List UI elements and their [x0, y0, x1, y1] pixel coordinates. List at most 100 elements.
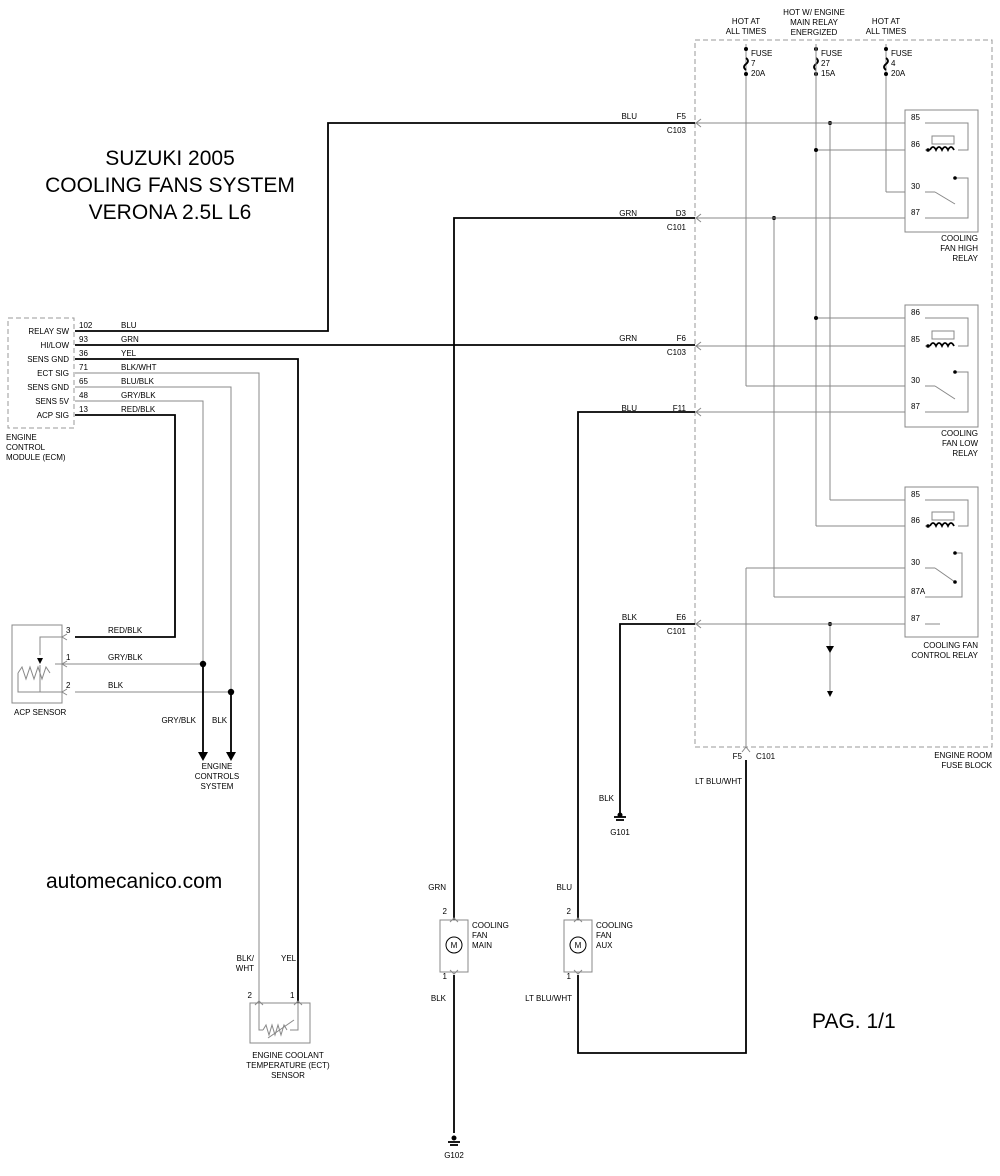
- svg-text:4: 4: [891, 59, 896, 68]
- svg-text:F6: F6: [677, 334, 687, 343]
- connector-labels: BLU F5 C103 GRN D3 C101 GRN F6 C103 BLU …: [619, 112, 775, 786]
- svg-text:COOLING: COOLING: [941, 234, 978, 243]
- svg-text:GRN: GRN: [121, 335, 139, 344]
- hot-label-1b: ALL TIMES: [726, 27, 766, 36]
- svg-text:87: 87: [911, 614, 920, 623]
- svg-text:1: 1: [290, 991, 295, 1000]
- svg-text:15A: 15A: [821, 69, 836, 78]
- svg-text:7: 7: [751, 59, 756, 68]
- svg-text:87A: 87A: [911, 587, 926, 596]
- svg-text:COOLING: COOLING: [596, 921, 633, 930]
- svg-text:BLU: BLU: [121, 321, 137, 330]
- svg-text:85: 85: [911, 113, 920, 122]
- svg-text:BLK: BLK: [108, 681, 124, 690]
- svg-text:65: 65: [79, 377, 88, 386]
- watermark: automecanico.com: [46, 870, 222, 893]
- svg-text:BLU: BLU: [556, 883, 572, 892]
- svg-text:SYSTEM: SYSTEM: [201, 782, 234, 791]
- svg-text:RELAY: RELAY: [952, 254, 978, 263]
- fuse-block-internal-wiring: [745, 44, 905, 748]
- svg-text:F5: F5: [677, 112, 687, 121]
- svg-text:GRY/BLK: GRY/BLK: [108, 653, 143, 662]
- fuse-7: FUSE 7 20A: [743, 44, 772, 386]
- svg-text:BLU: BLU: [621, 112, 637, 121]
- svg-text:MAIN: MAIN: [472, 941, 492, 950]
- svg-text:BLK: BLK: [212, 716, 228, 725]
- svg-text:1: 1: [567, 972, 572, 981]
- title-line-3: VERONA 2.5L L6: [89, 201, 252, 224]
- svg-text:FAN LOW: FAN LOW: [942, 439, 978, 448]
- svg-text:87: 87: [911, 208, 920, 217]
- svg-text:BLK/WHT: BLK/WHT: [121, 363, 157, 372]
- svg-text:RELAY SW: RELAY SW: [28, 327, 69, 336]
- svg-text:FUSE: FUSE: [821, 49, 842, 58]
- relay-high: 85 86 30 87 COOLING FAN HIGH RELAY: [904, 109, 979, 263]
- svg-text:BLK: BLK: [622, 613, 638, 622]
- hot-label-3a: HOT AT: [872, 17, 900, 26]
- svg-text:COOLING: COOLING: [472, 921, 509, 930]
- svg-text:LT BLU/WHT: LT BLU/WHT: [695, 777, 742, 786]
- svg-text:SENS GND: SENS GND: [27, 383, 69, 392]
- svg-text:2: 2: [567, 907, 572, 916]
- ect-sensor: 2 1 BLK/ WHT YEL ENGINE COOLANT TEMPERAT…: [236, 954, 330, 1080]
- svg-text:G101: G101: [610, 828, 630, 837]
- svg-text:30: 30: [911, 376, 920, 385]
- svg-text:GRY/BLK: GRY/BLK: [121, 391, 156, 400]
- svg-text:ACP SIG: ACP SIG: [37, 411, 69, 420]
- svg-text:BLK: BLK: [599, 794, 615, 803]
- svg-text:GRN: GRN: [619, 334, 637, 343]
- svg-text:86: 86: [911, 516, 920, 525]
- svg-text:LT BLU/WHT: LT BLU/WHT: [525, 994, 572, 1003]
- svg-text:CONTROL RELAY: CONTROL RELAY: [911, 651, 978, 660]
- svg-text:TEMPERATURE (ECT): TEMPERATURE (ECT): [246, 1061, 330, 1070]
- svg-text:C101: C101: [667, 627, 687, 636]
- svg-text:3: 3: [66, 626, 71, 635]
- fuse-block-label-2: FUSE BLOCK: [941, 761, 992, 770]
- title-line-2: COOLING FANS SYSTEM: [45, 174, 295, 197]
- svg-text:HI/LOW: HI/LOW: [41, 341, 70, 350]
- svg-text:ENGINE: ENGINE: [202, 762, 233, 771]
- svg-text:85: 85: [911, 335, 920, 344]
- svg-text:86: 86: [911, 308, 920, 317]
- hot-label-1a: HOT AT: [732, 17, 760, 26]
- svg-text:87: 87: [911, 402, 920, 411]
- hot-label-3b: ALL TIMES: [866, 27, 906, 36]
- svg-text:CONTROLS: CONTROLS: [195, 772, 239, 781]
- svg-text:C103: C103: [667, 348, 687, 357]
- svg-text:M: M: [575, 941, 582, 950]
- svg-text:GRN: GRN: [428, 883, 446, 892]
- svg-text:BLU/BLK: BLU/BLK: [121, 377, 155, 386]
- svg-text:ACP SENSOR: ACP SENSOR: [14, 708, 67, 717]
- svg-text:ENGINE: ENGINE: [6, 433, 37, 442]
- svg-text:2: 2: [443, 907, 448, 916]
- page-label: PAG. 1/1: [812, 1010, 896, 1033]
- fuse-block-connections: [695, 118, 905, 629]
- svg-text:ECT SIG: ECT SIG: [37, 369, 69, 378]
- svg-text:20A: 20A: [891, 69, 906, 78]
- svg-text:BLU: BLU: [621, 404, 637, 413]
- hot-label-2a: HOT W/ ENGINE: [783, 8, 845, 17]
- svg-text:C103: C103: [667, 126, 687, 135]
- svg-text:D3: D3: [676, 209, 687, 218]
- svg-text:E6: E6: [676, 613, 686, 622]
- fuse-27: FUSE 27 15A: [813, 47, 842, 78]
- svg-text:YEL: YEL: [281, 954, 297, 963]
- svg-text:M: M: [451, 941, 458, 950]
- svg-text:GRN: GRN: [619, 209, 637, 218]
- svg-text:BLK: BLK: [431, 994, 447, 1003]
- svg-text:FUSE: FUSE: [751, 49, 772, 58]
- fan-main-motor: M 2 1 GRN BLK COOLING FAN MAIN: [428, 883, 509, 1003]
- svg-text:CONTROL: CONTROL: [6, 443, 46, 452]
- svg-text:FUSE: FUSE: [891, 49, 912, 58]
- title-line-1: SUZUKI 2005: [105, 147, 235, 170]
- svg-text:71: 71: [79, 363, 88, 372]
- svg-text:GRY/BLK: GRY/BLK: [161, 716, 196, 725]
- svg-text:WHT: WHT: [236, 964, 254, 973]
- svg-text:F11: F11: [673, 404, 687, 413]
- svg-text:RED/BLK: RED/BLK: [121, 405, 156, 414]
- svg-text:1: 1: [66, 653, 71, 662]
- hot-label-2b: MAIN RELAY: [790, 18, 839, 27]
- power-labels: HOT AT ALL TIMES HOT W/ ENGINE MAIN RELA…: [726, 8, 906, 37]
- fuse-block-outline: [694, 39, 993, 748]
